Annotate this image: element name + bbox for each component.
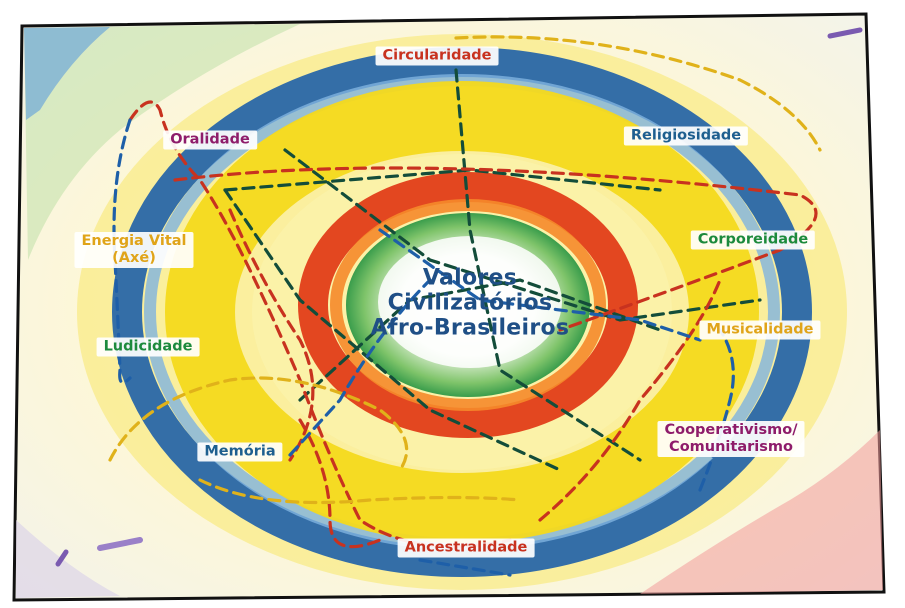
blue-line-left [112, 118, 132, 385]
ring-yellow-band [165, 81, 759, 543]
value-text-ancestralidade: Ancestralidade [404, 539, 528, 556]
value-text-cooperativismo-line-2: Comunitarismo [669, 439, 793, 455]
value-text-religiosidade: Religiosidade [630, 127, 742, 144]
corner-wash-bottom-right [640, 430, 883, 594]
value-text-cooperativismo-line-1: Cooperativismo/ [664, 422, 798, 438]
center-title-line-2: Civilizatórios [387, 290, 553, 316]
value-text-corporeidade: Corporeidade [697, 231, 809, 248]
value-label-oralidade: Oralidade [163, 130, 257, 150]
red-loop-left [128, 100, 512, 549]
ring-core-white [378, 236, 562, 368]
value-label-energia-vital: Energia Vital (Axé) [74, 232, 194, 268]
blue-line-center [378, 228, 702, 342]
value-text-energia-vital-line-1: Energia Vital [81, 233, 187, 249]
star-line-3 [223, 188, 562, 472]
value-label-memoria: Memória [197, 442, 283, 462]
value-label-musicalidade: Musicalidade [699, 320, 821, 340]
center-title-line-1: Valores [422, 265, 518, 291]
corner-wash-top-left-blue [24, 27, 110, 120]
center-title-line-3: Afro-Brasileiros [370, 315, 570, 341]
purple-accent-left [55, 549, 69, 567]
connection-lines [108, 35, 822, 577]
star-line-4 [283, 148, 762, 322]
purple-accent-top-right [827, 27, 863, 39]
corner-wash-bottom-left [16, 520, 120, 598]
corner-wash-top-left [24, 24, 300, 260]
value-label-ludicidade: Ludicidade [96, 337, 200, 357]
star-line-1 [454, 68, 642, 462]
value-text-ludicidade: Ludicidade [103, 338, 193, 355]
star-line-5 [298, 278, 662, 402]
value-label-ancestralidade: Ancestralidade [397, 538, 535, 558]
blue-line-right [698, 328, 735, 492]
center-title: Valores Civilizatórios Afro-Brasileiros [371, 266, 570, 341]
purple-accent-bottom-left [97, 537, 143, 551]
ring-red [298, 172, 638, 438]
yellow-loop-left [108, 376, 409, 472]
red-loop-top [173, 166, 818, 332]
value-label-religiosidade: Religiosidade [623, 126, 749, 146]
value-label-cooperativismo: Cooperativismo/ Comunitarismo [657, 421, 805, 457]
value-text-oralidade: Oralidade [170, 131, 250, 148]
value-label-corporeidade: Corporeidade [690, 230, 816, 250]
value-text-circularidade: Circularidade [382, 47, 492, 64]
yellow-loop-top [454, 35, 822, 152]
red-loop-right [538, 278, 722, 522]
red-loop-bottom [298, 418, 382, 549]
red-loop-inner [228, 208, 315, 462]
blue-line-memoria [288, 278, 432, 457]
yellow-loop-bottom [198, 478, 522, 505]
value-text-energia-vital-line-2: (Axé) [112, 250, 156, 266]
value-label-circularidade: Circularidade [375, 46, 499, 66]
blue-line-bottom [418, 558, 512, 577]
value-text-musicalidade: Musicalidade [706, 321, 814, 338]
value-text-memoria: Memória [204, 443, 276, 460]
